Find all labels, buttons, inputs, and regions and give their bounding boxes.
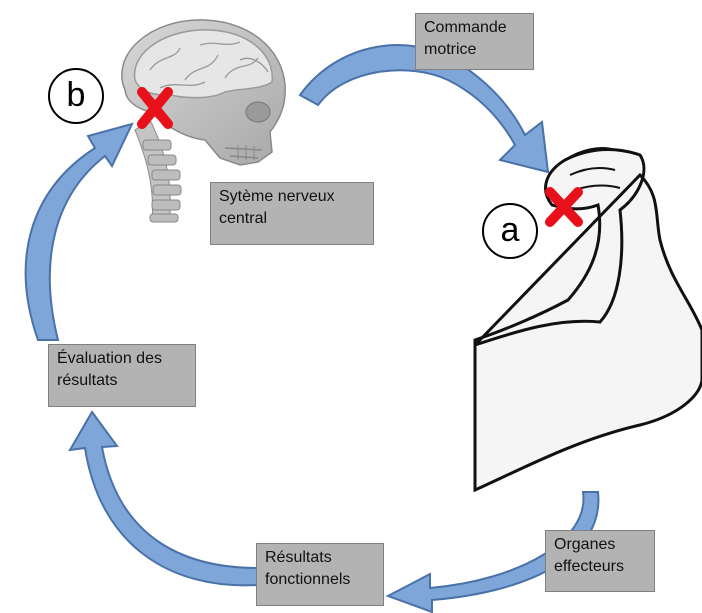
- arrow-evaluation: [24, 122, 134, 341]
- label-commande-motrice: Commande motrice: [415, 13, 534, 70]
- arrow-command: [298, 44, 550, 174]
- marker-b: b: [48, 68, 104, 124]
- skull-brain-icon: [121, 19, 286, 223]
- label-resultats-fonctionnels: Résultats fonctionnels: [256, 543, 384, 606]
- label-organes-effecteurs: Organes effecteurs: [545, 530, 655, 592]
- label-evaluation: Évaluation des résultats: [48, 344, 196, 407]
- label-systeme-nerveux: Sytème nerveux central: [210, 182, 374, 245]
- red-cross-icon: [137, 87, 173, 129]
- marker-a: a: [482, 203, 538, 259]
- flexed-arm-icon: [473, 147, 702, 493]
- red-cross-icon: [545, 187, 583, 227]
- arrow-results: [68, 410, 259, 587]
